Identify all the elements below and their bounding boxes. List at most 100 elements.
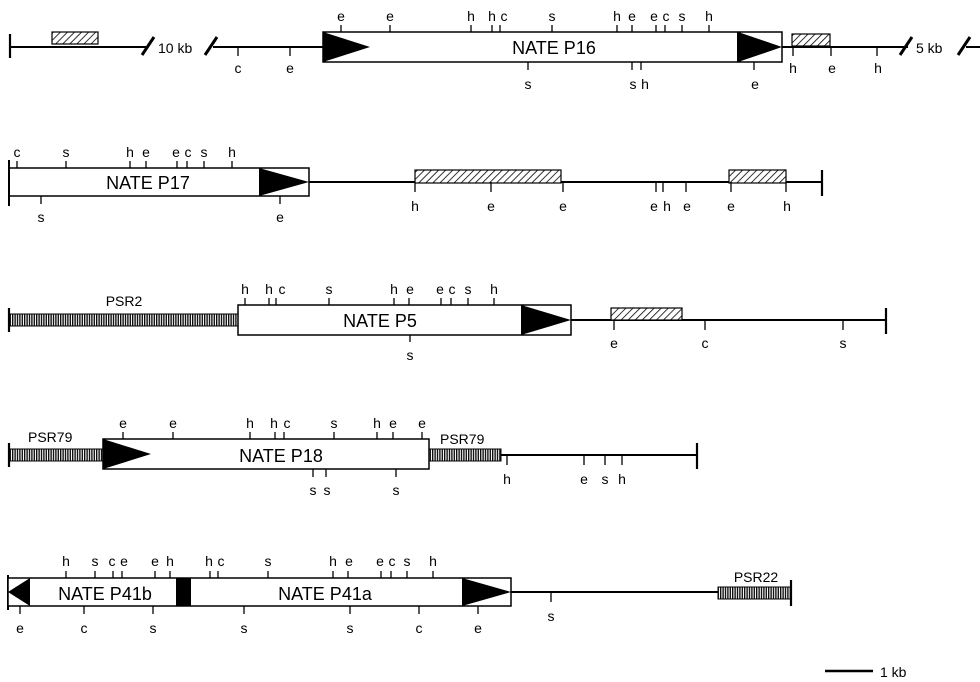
break-mark <box>898 36 914 56</box>
site-label: s <box>407 347 414 363</box>
site-label: e <box>610 335 618 351</box>
site-label: h <box>241 281 249 297</box>
site-label: e <box>474 620 482 636</box>
site-label: e <box>276 209 284 225</box>
site-label: h <box>228 144 236 160</box>
site-label: h <box>618 471 626 487</box>
site-label: h <box>265 281 273 297</box>
restriction-sites-bottom: s e h e e e h e e h <box>38 182 791 225</box>
site-label: e <box>650 8 658 24</box>
restriction-sites-top: e e h h c s h e e c s h <box>337 8 713 32</box>
site-label: h <box>613 8 621 24</box>
nate-p18-label: NATE P18 <box>239 446 323 466</box>
site-label: s <box>63 144 70 160</box>
site-label: c <box>81 620 88 636</box>
psr79-label-right: PSR79 <box>440 431 485 447</box>
site-label: e <box>628 8 636 24</box>
site-label: h <box>467 8 475 24</box>
break-mark <box>203 36 219 56</box>
hatched-region <box>414 169 562 184</box>
site-label: h <box>503 471 511 487</box>
site-label: c <box>218 553 225 569</box>
site-label: c <box>449 281 456 297</box>
site-label: h <box>490 281 498 297</box>
restriction-sites-top: e e h h c s h e e <box>119 415 426 439</box>
direct-repeat-arrow <box>259 168 309 196</box>
site-label: s <box>602 471 609 487</box>
restriction-sites-bottom: s e c s <box>407 320 847 363</box>
site-label: h <box>246 415 254 431</box>
restriction-sites-top: c s h e e c s h <box>14 144 236 168</box>
site-label: e <box>650 198 658 214</box>
psr79-repeat-bar-right <box>428 448 502 462</box>
site-label: s <box>347 620 354 636</box>
site-label: s <box>630 76 637 92</box>
site-label: h <box>789 60 797 76</box>
site-label: s <box>465 281 472 297</box>
site-label: e <box>828 60 836 76</box>
break-mark <box>140 36 156 56</box>
site-label: h <box>705 8 713 24</box>
site-label: h <box>205 553 213 569</box>
break-mark <box>956 36 972 56</box>
site-label: s <box>326 281 333 297</box>
break-label-5kb: 5 kb <box>916 40 943 56</box>
site-label: s <box>241 620 248 636</box>
site-label: e <box>119 415 127 431</box>
site-label: e <box>120 553 128 569</box>
site-label: e <box>683 198 691 214</box>
direct-repeat-arrow <box>521 305 571 335</box>
site-label: e <box>418 415 426 431</box>
site-label: e <box>16 620 24 636</box>
site-label: e <box>286 60 294 76</box>
psr2-label: PSR2 <box>106 293 143 309</box>
site-label: c <box>279 281 286 297</box>
site-label: e <box>169 415 177 431</box>
restriction-sites-bottom: c e s s h e h e h <box>235 47 882 92</box>
site-label: s <box>92 553 99 569</box>
site-label: s <box>324 482 331 498</box>
direct-repeat-arrow <box>738 32 782 62</box>
scale-bar: 1 kb <box>825 664 907 680</box>
direct-repeat-arrow <box>462 578 511 606</box>
site-label: e <box>727 198 735 214</box>
site-label: e <box>751 76 759 92</box>
construct-nate-p18: PSR79 NATE P18 PSR79 e e h h c s h e <box>7 415 699 498</box>
site-label: c <box>284 415 291 431</box>
site-label: h <box>390 281 398 297</box>
site-label: h <box>166 553 174 569</box>
site-label: s <box>549 8 556 24</box>
site-label: e <box>172 144 180 160</box>
site-label: c <box>416 620 423 636</box>
hatched-region <box>791 33 831 47</box>
site-label: s <box>679 8 686 24</box>
nate-p17-label: NATE P17 <box>106 173 190 193</box>
break-label-10kb: 10 kb <box>158 40 192 56</box>
site-label: c <box>702 335 709 351</box>
site-label: e <box>389 415 397 431</box>
construct-nate-p17: NATE P17 c s h e e c s h s e <box>8 144 824 225</box>
restriction-sites-bottom: s s s h e s h <box>310 455 626 498</box>
direct-repeat-arrow <box>103 439 151 469</box>
site-label: s <box>265 553 272 569</box>
site-label: c <box>14 144 21 160</box>
hatched-region <box>51 31 99 45</box>
site-label: e <box>151 553 159 569</box>
site-label: s <box>393 482 400 498</box>
site-label: h <box>373 415 381 431</box>
psr22-label: PSR22 <box>734 569 779 585</box>
site-label: h <box>126 144 134 160</box>
site-label: s <box>201 144 208 160</box>
nate-p16-label: NATE P16 <box>512 38 596 58</box>
psr22-repeat-bar <box>717 586 792 600</box>
site-label: s <box>840 335 847 351</box>
site-label: h <box>411 198 419 214</box>
site-label: h <box>62 553 70 569</box>
site-label: s <box>404 553 411 569</box>
site-label: s <box>38 209 45 225</box>
site-label: e <box>436 281 444 297</box>
scale-bar-label: 1 kb <box>880 664 907 680</box>
direct-repeat-arrow <box>323 32 370 62</box>
site-label: e <box>487 198 495 214</box>
restriction-sites-top: h s c e e h h c s h e e c s <box>62 553 437 578</box>
